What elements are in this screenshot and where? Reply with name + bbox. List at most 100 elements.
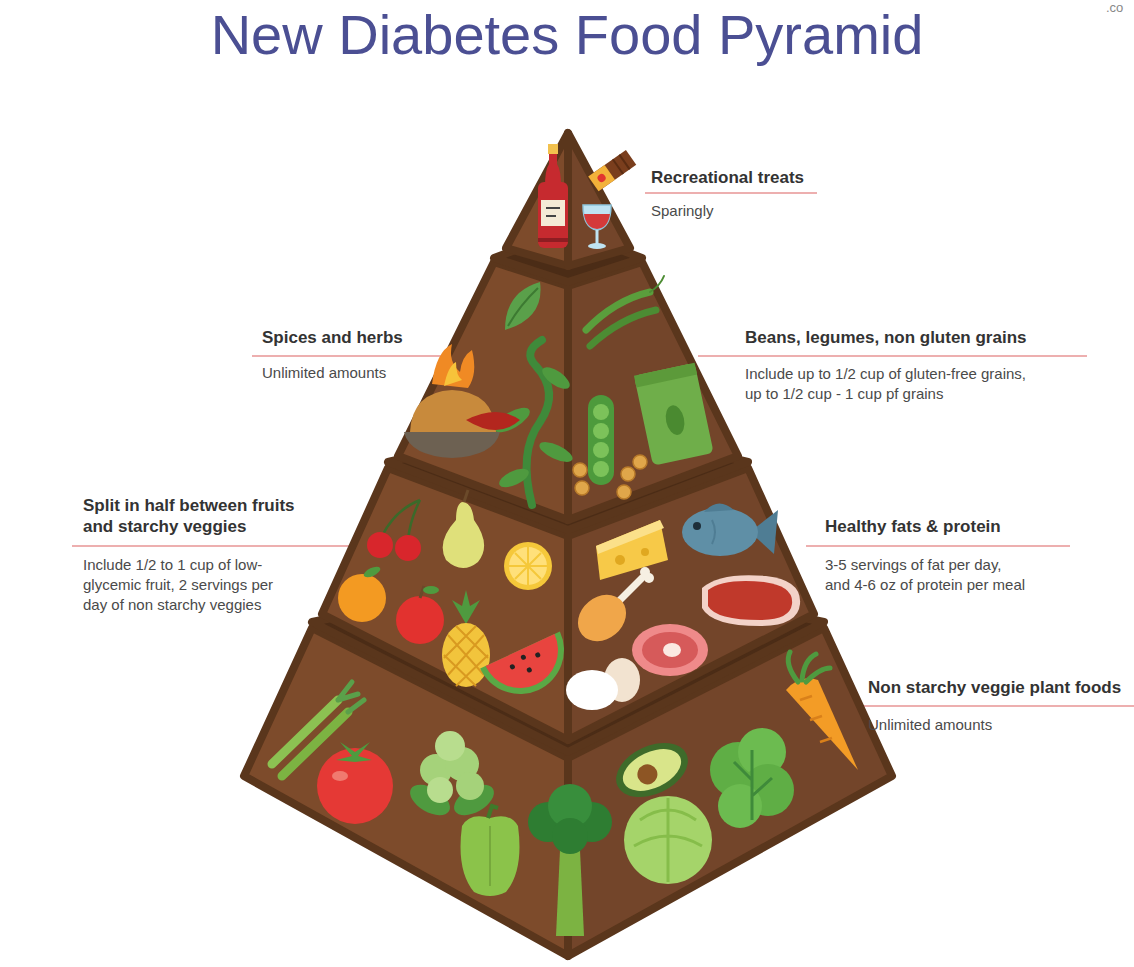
watermelon-slice <box>526 667 533 674</box>
chocolate-bar <box>613 159 623 174</box>
tomato <box>317 742 393 824</box>
pyramid-tier <box>244 133 892 956</box>
carrot <box>786 652 858 770</box>
lemon-slice <box>504 542 552 590</box>
cauliflower <box>405 731 499 821</box>
tomato <box>332 771 348 781</box>
herb-plant <box>537 438 576 466</box>
wine-bottle <box>538 182 568 248</box>
lemon-slice <box>509 547 547 585</box>
wine-glass <box>588 243 606 249</box>
chickpeas <box>573 463 587 477</box>
pyramid-tier <box>398 262 568 520</box>
broccoli <box>552 818 588 854</box>
apple <box>423 586 439 594</box>
callout-heading: Healthy fats & protein <box>825 517 1001 537</box>
watermelon-slice <box>520 654 527 661</box>
cherries <box>367 532 393 558</box>
chocolate-bar <box>596 172 607 183</box>
chocolate-bar <box>588 165 615 191</box>
title: New Diabetes Food Pyramid <box>0 6 1134 64</box>
spice-bowl <box>432 344 474 388</box>
pyramid-tier <box>568 262 738 520</box>
chickpeas <box>573 455 647 499</box>
eggs <box>566 670 618 710</box>
callout-body: Include 1/2 to 1 cup of low-glycemic fru… <box>83 555 293 615</box>
cheese <box>596 520 664 554</box>
watermelon-slice <box>534 652 541 659</box>
steak <box>708 581 792 620</box>
chickpeas <box>621 467 635 481</box>
chocolate-bar <box>588 150 636 191</box>
eggs <box>566 658 640 710</box>
lettuce <box>718 784 762 828</box>
pea-pod <box>593 442 609 458</box>
leader-line <box>806 545 1070 547</box>
cauliflower <box>456 772 484 800</box>
cheese <box>641 548 649 556</box>
herb-plant <box>527 340 550 505</box>
cheese <box>596 520 668 580</box>
chicken-drumstick <box>644 573 654 583</box>
pineapple <box>444 626 488 686</box>
callout-heading: Non starchy veggie plant foods <box>868 678 1121 698</box>
green-beans <box>650 276 664 292</box>
callout-body: Unlimited amounts <box>868 715 992 735</box>
steak <box>702 575 800 626</box>
lettuce <box>710 728 794 828</box>
chocolate-bar <box>588 150 636 191</box>
grain-bag <box>634 363 714 466</box>
chicken-drumstick <box>569 585 636 651</box>
pyramid-tier <box>568 133 630 266</box>
leader-line <box>698 355 1087 357</box>
pineapple <box>452 590 480 624</box>
ham-slice <box>632 624 708 676</box>
pea-pod <box>588 395 614 485</box>
ham-slice <box>642 632 698 668</box>
callout-heading: Recreational treats <box>651 168 804 188</box>
chocolate-bar <box>619 155 629 170</box>
celery <box>338 682 364 712</box>
leader-line <box>252 355 456 357</box>
orange <box>362 565 382 580</box>
callout-body: Sparingly <box>651 201 714 221</box>
watermark: .co <box>1106 0 1123 15</box>
bell-pepper <box>489 826 491 886</box>
wine-bottle <box>538 238 568 242</box>
green-beans <box>586 276 664 346</box>
wine-bottle <box>546 207 560 209</box>
spice-bowl <box>404 344 520 458</box>
wine-glass <box>584 214 610 229</box>
ham-slice <box>663 643 681 657</box>
steak <box>702 575 800 626</box>
wine-glass <box>596 230 599 245</box>
pyramid-tier <box>568 628 892 956</box>
cabbage <box>624 796 712 884</box>
broccoli <box>556 850 584 936</box>
apple <box>420 586 424 598</box>
ham-slice <box>632 624 708 676</box>
watermelon-slice <box>480 631 578 708</box>
wine-bottle <box>546 215 556 217</box>
wine-glass <box>583 205 611 249</box>
cherries <box>382 500 420 540</box>
watermelon-slice <box>486 634 571 701</box>
avocado <box>607 732 696 808</box>
pear <box>443 502 484 568</box>
wine-bottle <box>548 144 558 154</box>
fish <box>712 520 715 544</box>
callout-body: Unlimited amounts <box>262 363 386 383</box>
wine-glass <box>583 205 611 230</box>
carrot <box>786 678 858 770</box>
cherries <box>367 500 421 561</box>
tomato <box>336 742 372 762</box>
pineapple <box>442 623 490 687</box>
carrot <box>788 652 830 682</box>
pea-pod <box>593 404 609 420</box>
pyramid-tier <box>506 133 568 266</box>
orange <box>338 574 386 622</box>
green-beans <box>590 310 656 346</box>
pear <box>443 490 484 568</box>
